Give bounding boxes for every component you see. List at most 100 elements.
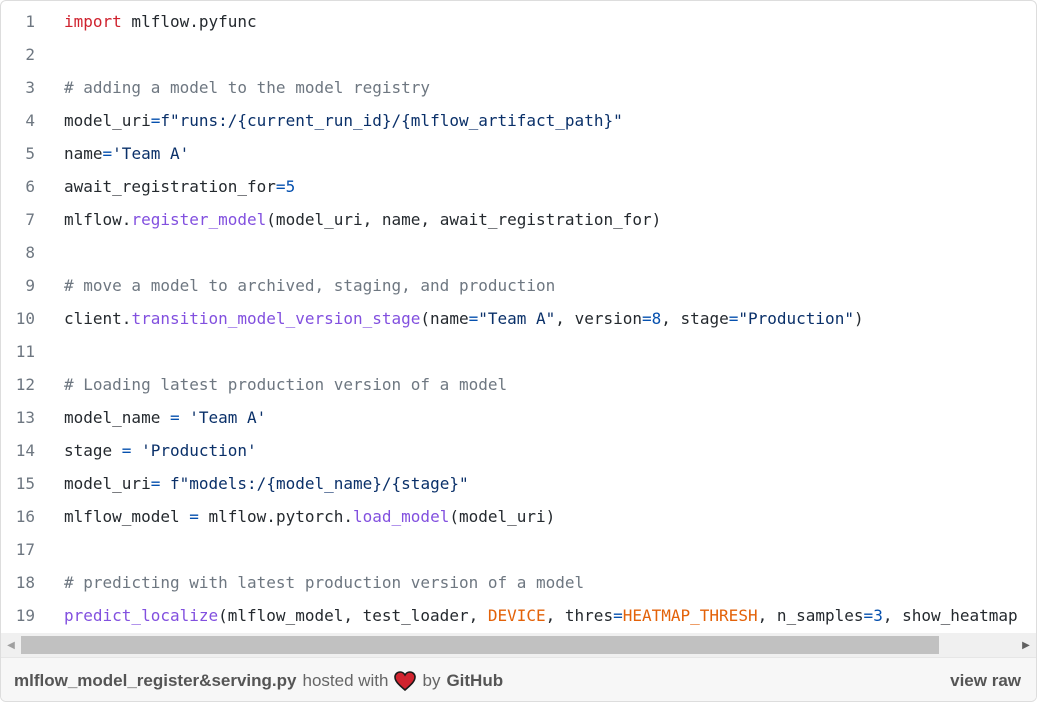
code-line: 9 # move a model to archived, staging, an… bbox=[1, 269, 1036, 302]
code-token: (model_uri) bbox=[449, 507, 556, 526]
code-token bbox=[180, 408, 190, 427]
code-token: # adding a model to the model registry bbox=[64, 78, 431, 97]
code-token: 5 bbox=[285, 177, 296, 196]
line-number: 7 bbox=[25, 210, 35, 229]
code-text: model_uri=f"runs:/{current_run_id}/{mlfl… bbox=[64, 104, 623, 137]
code-token: = bbox=[275, 177, 286, 196]
code-text: # adding a model to the model registry bbox=[64, 71, 430, 104]
code-token: 'Team A' bbox=[189, 408, 267, 427]
code-token: (name bbox=[420, 309, 469, 328]
line-number: 8 bbox=[25, 243, 35, 262]
code-text: model_uri= f"models:/{model_name}/{stage… bbox=[64, 467, 469, 500]
code-line: 4 model_uri=f"runs:/{current_run_id}/{mlf… bbox=[1, 104, 1036, 137]
code-line: 2 bbox=[1, 38, 1036, 71]
line-number: 15 bbox=[15, 474, 35, 493]
code-token: stage bbox=[64, 441, 122, 460]
code-token: ) bbox=[853, 309, 864, 328]
code-token: , n_samples bbox=[757, 606, 864, 625]
hosted-with-text: hosted with bbox=[302, 671, 389, 690]
code-text: import mlflow.pyfunc bbox=[64, 5, 257, 38]
scroll-left-arrow-icon[interactable]: ◀ bbox=[7, 639, 15, 651]
code-token: = bbox=[150, 111, 161, 130]
code-line: 3# adding a model to the model registry bbox=[1, 71, 1036, 104]
code-line: 8 bbox=[1, 236, 1036, 269]
scroll-right-arrow-icon[interactable]: ▶ bbox=[1022, 639, 1030, 651]
gist-footer: mlflow_model_register&serving.py hosted … bbox=[1, 657, 1036, 701]
horizontal-scrollbar[interactable]: ◀ ▶ bbox=[1, 633, 1036, 657]
code-token: transition_model_version_stage bbox=[131, 309, 421, 328]
code-text: # predicting with latest production vers… bbox=[64, 566, 584, 599]
code-text: await_registration_for=5 bbox=[64, 170, 295, 203]
code-token bbox=[131, 441, 141, 460]
code-token: "Team A" bbox=[478, 309, 556, 328]
code-token: f"models:/{model_name}/{stage}" bbox=[169, 474, 469, 493]
code-text: # move a model to archived, staging, and… bbox=[64, 269, 555, 302]
view-raw-link[interactable]: view raw bbox=[950, 671, 1021, 690]
code-token: , version bbox=[555, 309, 642, 328]
code-line: 10 client.transition_model_version_stage(… bbox=[1, 302, 1036, 335]
line-number: 19 bbox=[15, 606, 35, 625]
scrollbar-thumb[interactable] bbox=[21, 636, 939, 654]
github-link[interactable]: GitHub bbox=[446, 671, 504, 690]
code-token: # move a model to archived, staging, and… bbox=[64, 276, 556, 295]
code-token: 3 bbox=[873, 606, 883, 625]
line-number: 12 bbox=[15, 375, 35, 394]
code-line: 5 name='Team A' bbox=[1, 137, 1036, 170]
code-token: "Production" bbox=[738, 309, 854, 328]
code-line: 12# Loading latest production version of… bbox=[1, 368, 1036, 401]
code-text: stage = 'Production' bbox=[64, 434, 257, 467]
code-token: = bbox=[121, 441, 132, 460]
code-token: DEVICE bbox=[487, 606, 546, 625]
code-token: import bbox=[64, 12, 122, 31]
line-number: 4 bbox=[25, 111, 35, 130]
code-token: mlflow.pytorch. bbox=[198, 507, 354, 526]
line-number: 14 bbox=[15, 441, 35, 460]
line-number: 18 bbox=[15, 573, 35, 592]
code-token: mlflow_model bbox=[64, 507, 190, 526]
line-number: 10 bbox=[15, 309, 35, 328]
code-token: = bbox=[863, 606, 874, 625]
code-line: 16 mlflow_model = mlflow.pytorch.load_mod… bbox=[1, 500, 1036, 533]
line-number: 17 bbox=[15, 540, 35, 559]
code-token: = bbox=[728, 309, 739, 328]
code-token: register_model bbox=[131, 210, 267, 229]
heart-icon bbox=[394, 671, 417, 692]
filename-link[interactable]: mlflow_model_register&serving.py bbox=[14, 671, 297, 690]
by-text: by bbox=[422, 671, 441, 690]
code-text: mlflow.register_model(model_uri, name, a… bbox=[64, 203, 661, 236]
code-line: 17 bbox=[1, 533, 1036, 566]
code-line: 14 stage = 'Production' bbox=[1, 434, 1036, 467]
line-number: 5 bbox=[25, 144, 35, 163]
code-text: client.transition_model_version_stage(na… bbox=[64, 302, 864, 335]
line-number: 13 bbox=[15, 408, 35, 427]
code-line: 19 predict_localize(mlflow_model, test_lo… bbox=[1, 599, 1036, 632]
code-token: 'Production' bbox=[141, 441, 257, 460]
code-token bbox=[160, 474, 170, 493]
code-token: , thres bbox=[545, 606, 614, 625]
code-token: HEATMAP_THRESH bbox=[622, 606, 758, 625]
code-token: (model_uri, name, await_registration_for… bbox=[266, 210, 662, 229]
line-number: 16 bbox=[15, 507, 35, 526]
code-token: await_registration_for bbox=[64, 177, 276, 196]
code-text: predict_localize(mlflow_model, test_load… bbox=[64, 599, 1018, 632]
code-text: mlflow_model = mlflow.pytorch.load_model… bbox=[64, 500, 555, 533]
code-token: # predicting with latest production vers… bbox=[64, 573, 585, 592]
code-line: 7 mlflow.register_model(model_uri, name, … bbox=[1, 203, 1036, 236]
code-token: model_uri bbox=[64, 111, 151, 130]
code-text: name='Team A' bbox=[64, 137, 189, 170]
code-token: client. bbox=[64, 309, 132, 328]
code-line: 15 model_uri= f"models:/{model_name}/{sta… bbox=[1, 467, 1036, 500]
code-token: = bbox=[613, 606, 623, 625]
code-token: model_name bbox=[64, 408, 170, 427]
code-token: predict_localize bbox=[64, 606, 219, 625]
code-token: = bbox=[642, 309, 652, 328]
code-line: 18 # predicting with latest production ve… bbox=[1, 566, 1036, 599]
code-token: , show_heatmap bbox=[882, 606, 1018, 625]
line-number: 9 bbox=[25, 276, 35, 295]
code-token: = bbox=[468, 309, 479, 328]
gist-meta: mlflow_model_register&serving.py hosted … bbox=[14, 658, 504, 701]
